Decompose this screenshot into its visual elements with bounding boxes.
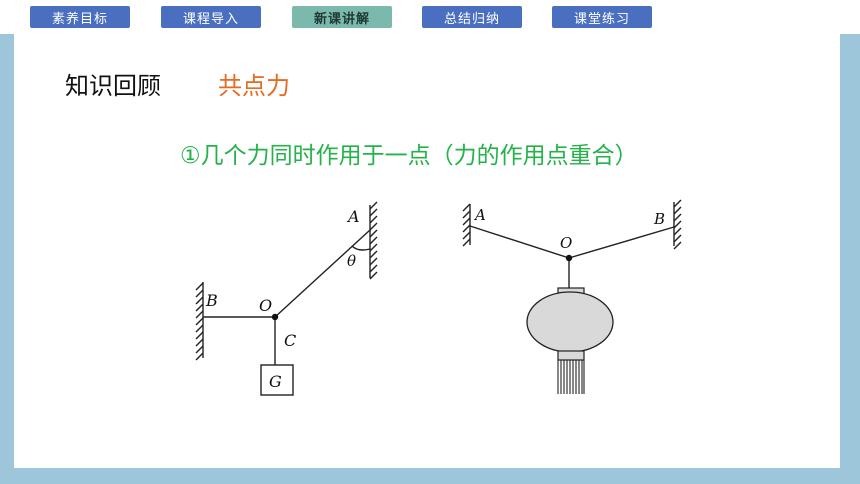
- frame-left-border: [0, 34, 14, 484]
- frame-right-border: [840, 34, 860, 484]
- label-G: G: [269, 372, 282, 391]
- wall-right-hatching: [369, 201, 378, 280]
- node-O-lantern: [565, 254, 573, 262]
- label-C: C: [284, 331, 296, 350]
- rope-AO: [469, 225, 570, 259]
- section-title: 共点力: [218, 72, 290, 100]
- tab-exercises[interactable]: 课堂练习: [552, 6, 652, 28]
- node-O: [271, 313, 279, 321]
- tab-course-intro[interactable]: 课程导入: [161, 6, 261, 28]
- label-O-lantern: O: [560, 234, 572, 252]
- frame-bottom-border: [0, 468, 860, 484]
- weight-box: [260, 364, 294, 396]
- wall-left-hatching: [195, 282, 204, 361]
- rope-BO: [568, 226, 675, 259]
- wall-A-hatching: [462, 203, 471, 247]
- label-A: A: [346, 207, 360, 226]
- lantern: [526, 287, 614, 394]
- label-A-lantern: A: [473, 206, 486, 224]
- label-B: B: [205, 291, 218, 310]
- angle-arc: [351, 245, 371, 251]
- definition-text: ①几个力同时作用于一点（力的作用点重合）: [180, 143, 638, 169]
- page-title: 知识回顾: [65, 72, 161, 100]
- label-O: O: [259, 296, 272, 315]
- slide-canvas: [14, 34, 840, 468]
- tab-new-lesson[interactable]: 新课讲解: [292, 6, 392, 28]
- rope-OA: [274, 229, 371, 318]
- wall-B-hatching: [673, 199, 682, 250]
- tab-literacy-goals[interactable]: 素养目标: [30, 6, 130, 28]
- tab-summary[interactable]: 总结归纳: [422, 6, 522, 28]
- label-B-lantern: B: [653, 210, 665, 228]
- label-theta: θ: [347, 252, 356, 270]
